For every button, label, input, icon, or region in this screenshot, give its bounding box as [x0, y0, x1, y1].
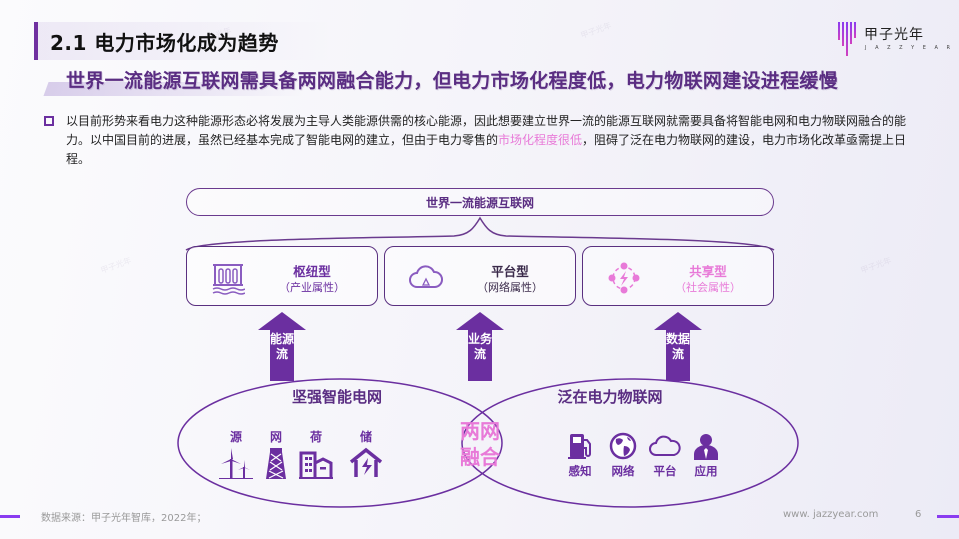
world-class-energy-internet-box: 世界一流能源互联网 — [186, 188, 774, 216]
website-link[interactable]: www. jazzyear.com — [783, 509, 879, 520]
card-platform-type: 平台型 （网络属性） — [384, 246, 576, 306]
card-title: 枢纽型 — [293, 264, 331, 279]
curly-brace-connector — [185, 216, 775, 251]
section-title: 2.1 电力市场化成为趋势 — [50, 31, 279, 55]
iot-item-network: 网络 — [603, 432, 643, 479]
fuel-pump-icon — [568, 434, 591, 459]
paragraph-text-part: ，阻碍了泛在电力物联网的建设，电力市场化改革亟需提上日程。 — [66, 133, 907, 166]
card-subtitle: （产业属性） — [279, 281, 345, 294]
logo-bars-icon — [838, 22, 858, 58]
logo-name: 甲子光年 — [864, 27, 924, 43]
card-subtitle: （网络属性） — [477, 281, 543, 294]
arrow-label: 能源流 — [270, 332, 295, 361]
page-subtitle: 世界一流能源互联网需具备两网融合能力，但电力市场化程度低，电力物联网建设进程缓慢 — [66, 70, 839, 92]
dam-icon — [212, 264, 245, 295]
card-shared-type: 共享型 （社会属性） — [582, 246, 774, 306]
arrow-up-icon — [456, 312, 504, 330]
card-hub-type: 枢纽型 （产业属性） — [186, 246, 378, 306]
card-title: 平台型 — [491, 264, 529, 279]
ubiquitous-power-iot-title: 泛在电力物联网 — [557, 388, 663, 406]
data-source-note: 数据来源：甲子光年智库，2022年； — [41, 513, 207, 524]
square-bullet-icon — [44, 116, 54, 126]
card-title: 共享型 — [689, 264, 727, 279]
cloud-recycle-icon — [409, 265, 443, 288]
watermark: 甲子光年 — [99, 255, 133, 276]
data-flow-arrow: 数据流 — [654, 312, 702, 382]
jazzyear-logo: 甲子光年 J A Z Z Y E A R — [838, 18, 950, 60]
grid-item-source: 源 — [218, 428, 254, 479]
two-network-merge-label: 两网 融合 — [460, 419, 500, 469]
watermark: 甲子光年 — [859, 255, 893, 276]
arrow-label: 数据流 — [666, 332, 691, 361]
footer-accent-line — [0, 515, 20, 518]
strong-smart-grid-title: 坚强智能电网 — [291, 388, 382, 406]
share-network-icon — [608, 262, 640, 294]
watermark: 甲子光年 — [579, 20, 613, 41]
grid-item-load: 荷 — [298, 428, 334, 479]
paragraph-text-part: 以目前形势来看电力这种能源形态必将发展为主导人类能源供需的核心能源，因此想要建立… — [66, 114, 907, 147]
iot-item-sensing: 感知 — [560, 432, 600, 479]
iot-item-platform: 平台 — [645, 432, 685, 479]
transmission-tower-icon — [266, 448, 286, 479]
cloud-icon — [649, 435, 681, 456]
wind-turbine-icon — [219, 448, 253, 479]
footer-accent-line — [937, 515, 959, 518]
logo-subtext: J A Z Z Y E A R — [865, 45, 954, 51]
highlighted-text: 市场化程度很低 — [498, 133, 583, 147]
arrow-up-icon — [654, 312, 702, 330]
iot-item-application: 应用 — [686, 432, 726, 479]
page-number: 6 — [915, 509, 922, 520]
house-lightning-icon — [349, 447, 383, 477]
globe-icon — [609, 432, 637, 460]
building-icon — [299, 451, 333, 479]
user-icon — [694, 434, 718, 460]
business-flow-arrow: 业务流 — [456, 312, 504, 382]
arrow-up-icon — [258, 312, 306, 330]
card-subtitle: （社会属性） — [675, 281, 741, 294]
paragraph-text: 以目前形势来看电力这种能源形态必将发展为主导人类能源供需的核心能源，因此想要建立… — [66, 112, 926, 169]
energy-flow-arrow: 能源流 — [258, 312, 306, 382]
grid-item-network: 网 — [258, 428, 294, 479]
venn-ellipses — [177, 378, 799, 508]
arrow-label: 业务流 — [468, 332, 493, 361]
section-title-bar: 2.1 电力市场化成为趋势 — [34, 22, 334, 60]
grid-item-storage: 储 — [348, 428, 384, 479]
top-box-label: 世界一流能源互联网 — [425, 195, 534, 210]
